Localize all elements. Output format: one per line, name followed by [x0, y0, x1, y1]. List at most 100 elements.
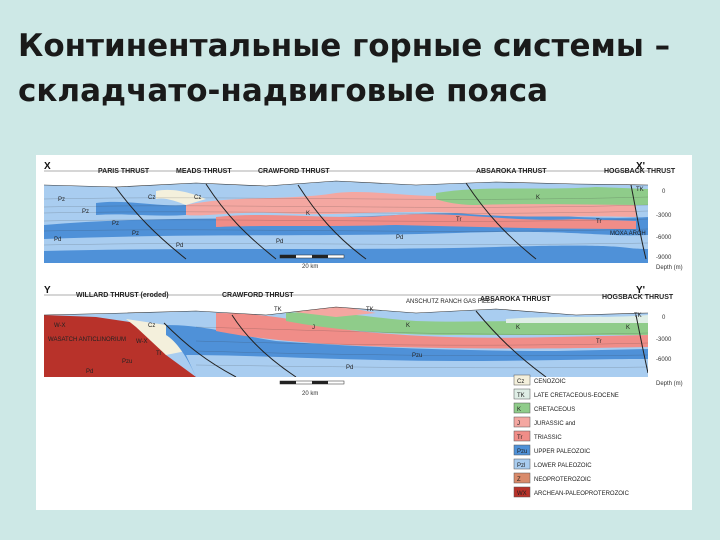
unit-label: K	[536, 195, 540, 201]
depth-tick: 0	[662, 189, 666, 195]
unit-label: K	[306, 211, 310, 217]
depth-unit: Depth (m)	[656, 381, 683, 387]
unit-label: Pd	[396, 235, 403, 241]
legend-label: LOWER PALEOZOIC	[534, 463, 592, 469]
legend-swatch	[513, 430, 531, 442]
unit-label: Tr	[156, 351, 161, 357]
legend-label: JURASSIC and	[534, 421, 575, 427]
legend-code: Cz	[517, 379, 524, 385]
thrust-label-absaroka: ABSAROKA THRUST	[476, 168, 547, 175]
unit-label: Tr	[596, 219, 601, 225]
legend-code: TK	[517, 393, 525, 399]
depth-tick: -3000	[656, 337, 672, 343]
unit-label: Pd	[346, 365, 353, 371]
legend-code: Tr	[517, 435, 522, 441]
depth-scale-y: 0 -3000 -6000 Depth (m)	[656, 315, 683, 387]
unit-label: Pd	[54, 237, 61, 243]
wasatch-anticlinorium-label: WASATCH ANTICLINORIUM	[48, 337, 126, 343]
legend-code: WX	[517, 491, 527, 497]
unit-label: TK	[636, 187, 644, 193]
legend-code: K	[517, 407, 521, 413]
thrust-label-hogsback-y: HOGSBACK THRUST	[602, 294, 674, 301]
thrust-label-crawford: CRAWFORD THRUST	[258, 168, 330, 175]
legend-code: J	[517, 421, 520, 427]
legend-item: Tr TRIASSIC	[513, 430, 562, 442]
legend-label: TRIASSIC	[534, 435, 562, 441]
depth-unit: Depth (m)	[656, 265, 683, 271]
unit-label: W-X	[54, 323, 66, 329]
unit-label: Pd	[176, 243, 183, 249]
scale-bar-label: 20 km	[302, 391, 318, 397]
legend-label: LATE CRETACEOUS-EOCENE	[534, 393, 619, 399]
depth-tick: 0	[662, 315, 666, 321]
unit-label: J	[312, 325, 315, 331]
legend-item: K CRETACEOUS	[513, 402, 575, 414]
depth-tick: -6000	[656, 357, 672, 363]
depth-tick: -9000	[656, 255, 672, 261]
thrust-label-absaroka-y: ABSAROKA THRUST	[480, 296, 551, 303]
legend: Cz CENOZOIC TK LATE CRETACEOUS-EOCENE K CRETA…	[513, 374, 630, 498]
legend-label: ARCHEAN-PALEOPROTEROZOIC	[534, 491, 630, 497]
unit-label: K	[406, 323, 410, 329]
section-y-end: Y'	[636, 285, 645, 296]
unit-label: Pzu	[122, 359, 132, 365]
depth-tick: -6000	[656, 235, 672, 241]
thrust-label-crawford-y: CRAWFORD THRUST	[222, 292, 294, 299]
depth-tick: -3000	[656, 213, 672, 219]
cross-section-diagram: X X' PARIS THRUST MEADS THRUST CRAWFORD …	[43, 161, 683, 498]
legend-item: Cz CENOZOIC	[513, 374, 566, 386]
legend-swatch	[513, 416, 531, 428]
legend-label: NEOPROTEROZOIC	[534, 477, 592, 483]
unit-label: Tr	[596, 339, 601, 345]
legend-code: Pzl	[517, 463, 525, 469]
scale-bar-x: 20 km	[279, 254, 345, 270]
unit-label: Pz	[58, 197, 65, 203]
unit-label: Tr	[456, 217, 461, 223]
unit-label: Pzu	[412, 353, 422, 359]
unit-label: K	[516, 325, 520, 331]
legend-swatch	[513, 444, 531, 456]
legend-item: Pzl LOWER PALEOZOIC	[513, 458, 592, 470]
legend-label: UPPER PALEOZOIC	[534, 449, 591, 455]
scale-bar-label: 20 km	[302, 264, 318, 270]
section-y-start: Y	[44, 285, 51, 296]
unit-label: Pz	[112, 221, 119, 227]
anschutz-ranch-label: ANSCHUTZ RANCH GAS FIELD	[406, 299, 495, 305]
section-x-start: X	[44, 161, 51, 172]
legend-label: CENOZOIC	[534, 379, 566, 385]
unit-label: TK	[274, 307, 282, 313]
legend-swatch	[513, 388, 531, 400]
legend-swatch	[513, 374, 531, 386]
cross-section-figure: X X' PARIS THRUST MEADS THRUST CRAWFORD …	[36, 155, 692, 510]
thrust-label-paris: PARIS THRUST	[98, 168, 150, 175]
legend-swatch	[513, 472, 531, 484]
legend-item: J JURASSIC and	[513, 416, 575, 428]
unit-label: Pd	[86, 369, 93, 375]
thrust-label-meads: MEADS THRUST	[176, 168, 232, 175]
unit-label: W-X	[136, 339, 148, 345]
legend-item: WX ARCHEAN-PALEOPROTEROZOIC	[513, 486, 630, 498]
unit-label: TK	[634, 313, 642, 319]
legend-code: Z	[517, 477, 521, 483]
unit-label: TK	[366, 307, 374, 313]
unit-label: K	[626, 325, 630, 331]
section-x: X X' PARIS THRUST MEADS THRUST CRAWFORD …	[43, 161, 683, 271]
slide-title: Континентальные горные системы – складча…	[18, 28, 671, 109]
legend-item: TK LATE CRETACEOUS-EOCENE	[513, 388, 619, 400]
legend-swatch	[513, 402, 531, 414]
thrust-label-hogsback: HOGSBACK THRUST	[604, 168, 676, 175]
section-y: Y Y' WILLARD THRUST (eroded) CRAWFORD TH…	[43, 285, 683, 397]
thrust-label-willard: WILLARD THRUST (eroded)	[76, 292, 169, 299]
legend-label: CRETACEOUS	[534, 407, 575, 413]
unit-label: Pz	[132, 231, 139, 237]
moxa-arch-label: MOXA ARCH	[610, 231, 646, 237]
unit-label: Pz	[82, 209, 89, 215]
unit-label: Cz	[148, 323, 155, 329]
legend-swatch	[513, 486, 531, 498]
section-x-end: X'	[636, 161, 645, 172]
scale-bar-y: 20 km	[279, 380, 345, 397]
legend-swatch	[513, 458, 531, 470]
depth-scale-x: 0 -3000 -6000 -9000 Depth (m)	[656, 189, 683, 271]
legend-item: Z NEOPROTEROZOIC	[513, 472, 592, 484]
